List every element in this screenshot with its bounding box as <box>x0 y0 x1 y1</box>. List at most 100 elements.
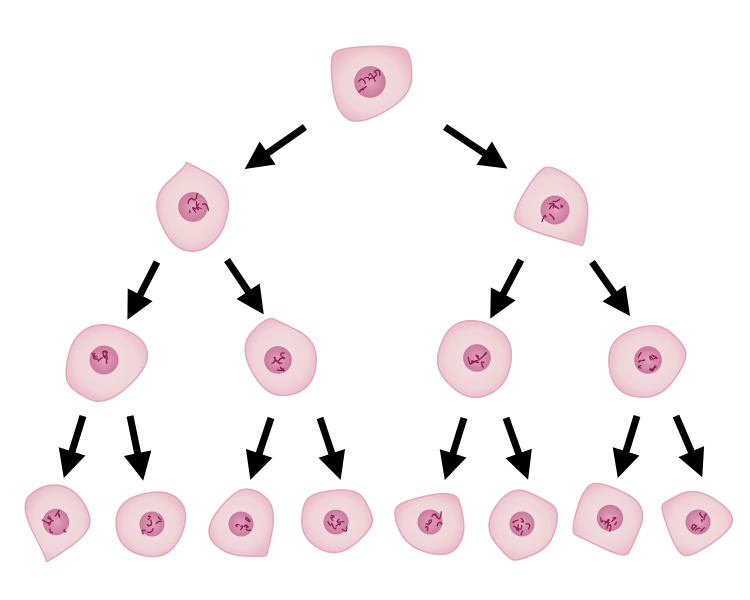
chromosome <box>239 525 244 531</box>
division-arrow <box>123 415 152 481</box>
chromosome <box>614 521 618 526</box>
chromosome <box>525 523 531 530</box>
nucleus <box>596 504 624 532</box>
chromosome <box>363 76 371 81</box>
chromosome <box>195 206 202 211</box>
chromosome <box>147 519 153 527</box>
chromosome <box>637 352 642 358</box>
division-arrow <box>127 260 161 320</box>
chromosome <box>48 519 54 526</box>
chromosome <box>271 359 277 365</box>
nucleus <box>540 195 570 225</box>
chromosome <box>63 528 67 533</box>
chromosome <box>607 524 612 532</box>
cell <box>65 324 149 403</box>
chromosome <box>703 513 707 521</box>
cell <box>513 166 589 247</box>
chromosome <box>91 352 98 358</box>
chromosome <box>475 354 480 361</box>
chromosome <box>277 357 283 364</box>
division-arrow <box>612 414 641 479</box>
chromosome <box>368 71 377 80</box>
chromosome <box>335 522 341 527</box>
chromosome <box>276 366 283 372</box>
division-arrow <box>244 124 308 170</box>
chromosome <box>560 204 564 209</box>
division-arrow <box>224 258 264 315</box>
division-arrow <box>672 414 705 478</box>
nucleus <box>509 511 535 537</box>
division-arrow <box>490 258 525 319</box>
chromosome <box>610 516 617 522</box>
chromosome <box>105 356 109 364</box>
chromosome <box>552 198 561 203</box>
cell <box>208 488 275 558</box>
chromosome <box>651 354 658 360</box>
nucleus <box>42 508 70 536</box>
cells-layer <box>24 45 734 563</box>
chromosome <box>700 527 706 532</box>
cell <box>301 489 374 554</box>
chromosome <box>245 528 252 531</box>
chromosome <box>436 511 443 520</box>
chromosome <box>102 350 108 358</box>
cell <box>24 484 91 563</box>
chromosome <box>541 214 547 223</box>
chromosome <box>92 352 99 360</box>
nucleus <box>463 344 491 372</box>
chromosome <box>436 521 443 527</box>
chromosome <box>474 359 480 364</box>
chromosome <box>480 361 485 368</box>
chromosome <box>97 357 103 362</box>
division-arrow <box>316 416 346 480</box>
arrows-layer <box>58 124 705 481</box>
chromosome <box>701 518 703 522</box>
chromosome <box>141 529 146 535</box>
chromosome <box>637 359 646 363</box>
nucleus <box>323 509 349 535</box>
chromosome <box>605 523 609 530</box>
chromosome <box>201 203 210 211</box>
chromosome <box>244 516 251 523</box>
chromosome <box>478 352 488 361</box>
cell <box>488 489 559 561</box>
chromosome <box>604 518 610 525</box>
cell <box>608 325 687 398</box>
chromosome <box>691 524 697 530</box>
nucleus <box>228 511 254 537</box>
chromosome <box>54 509 60 517</box>
chromosome <box>603 520 610 524</box>
chromosome <box>691 525 698 531</box>
chromosome <box>327 520 332 526</box>
chromosome <box>467 356 473 365</box>
nucleus <box>685 509 711 535</box>
chromosome <box>549 213 555 221</box>
chromosome <box>147 527 154 534</box>
division-arrow <box>443 124 508 169</box>
chromosome <box>358 78 367 84</box>
chromosome <box>58 512 61 519</box>
chromosome <box>699 512 704 519</box>
chromosome <box>336 518 345 523</box>
chromosome <box>373 69 381 77</box>
chromosome <box>330 514 335 519</box>
division-arrow <box>245 416 275 480</box>
chromosome <box>548 202 555 209</box>
chromosome <box>520 530 524 536</box>
chromosome <box>515 523 519 531</box>
chromosome <box>357 88 365 93</box>
chromosome <box>195 201 200 207</box>
division-arrow <box>502 416 532 480</box>
chromosome <box>424 526 429 532</box>
chromosome <box>428 519 433 524</box>
cell <box>156 161 230 252</box>
chromosome <box>155 520 162 525</box>
chromosome <box>49 528 54 534</box>
cell <box>244 317 317 397</box>
chromosome <box>235 524 240 528</box>
chromosome <box>512 519 519 524</box>
chromosome <box>47 515 52 521</box>
chromosome <box>147 515 151 521</box>
chromosome <box>191 192 198 201</box>
